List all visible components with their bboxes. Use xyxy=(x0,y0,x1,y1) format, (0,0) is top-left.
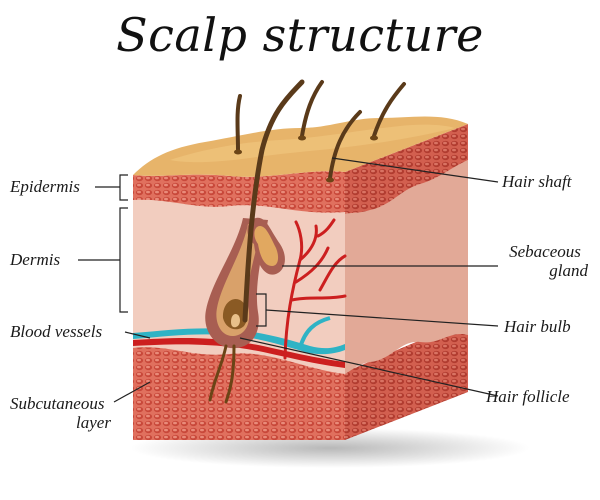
label-subcutaneous-line2: layer xyxy=(76,413,111,432)
label-subcutaneous-line1: Subcutaneous xyxy=(10,394,105,413)
hair-strand-2 xyxy=(300,80,324,138)
front-subcutaneous-layer xyxy=(133,344,345,440)
hair-shaft-main xyxy=(242,79,305,323)
diagram-title: Scalp structure xyxy=(116,8,484,62)
hair-strand-4 xyxy=(372,82,406,138)
side-dermis xyxy=(345,160,468,374)
follicle-roots xyxy=(208,344,236,404)
dermal-papilla xyxy=(231,314,240,328)
hair-strands xyxy=(235,79,406,323)
label-sebaceous-line2: gland xyxy=(549,261,588,280)
leader-lines xyxy=(78,157,499,403)
label-blood-vessels: Blood vessels xyxy=(10,322,103,341)
side-subcutaneous-layer xyxy=(345,320,468,440)
label-dermis: Dermis xyxy=(10,250,61,269)
label-hair-follicle: Hair follicle xyxy=(486,387,570,406)
blue-vessel-branch xyxy=(298,316,331,349)
hair-strand-3 xyxy=(328,110,362,180)
label-hair-shaft: Hair shaft xyxy=(502,172,572,191)
epidermis-bracket xyxy=(119,174,128,201)
dermis-bracket xyxy=(119,207,128,313)
sebaceous-gland-inner xyxy=(254,226,279,266)
front-epidermis xyxy=(133,171,345,213)
label-hair-bulb: Hair bulb xyxy=(504,317,571,336)
hair-root-dots xyxy=(234,135,378,183)
label-sebaceous-line1: Sebaceous xyxy=(509,242,581,261)
blue-blood-vessel xyxy=(133,328,345,355)
hair-strand-1 xyxy=(235,94,242,152)
label-epidermis: Epidermis xyxy=(10,177,80,196)
